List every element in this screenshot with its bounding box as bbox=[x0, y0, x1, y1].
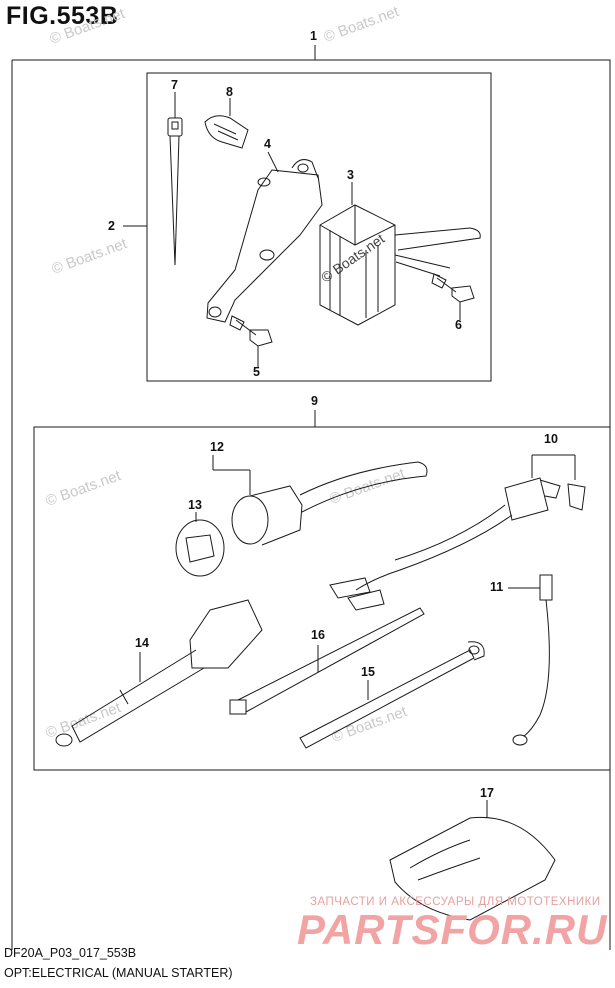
callout-16: 16 bbox=[311, 628, 325, 642]
part-3-rectifier bbox=[320, 182, 480, 325]
part-16-cable-tie bbox=[230, 608, 424, 714]
figure-caption: OPT:ELECTRICAL (MANUAL STARTER) bbox=[4, 966, 233, 980]
part-6-bolt bbox=[432, 274, 474, 320]
callout-12: 12 bbox=[210, 440, 224, 454]
callout-4: 4 bbox=[264, 137, 271, 151]
callout-3: 3 bbox=[347, 168, 354, 182]
brand-logo: PARTSFOR.RU bbox=[297, 906, 608, 953]
callout-8: 8 bbox=[226, 85, 233, 99]
part-4-bracket bbox=[207, 152, 322, 322]
assembly-9-box bbox=[34, 427, 610, 770]
callout-15: 15 bbox=[361, 665, 375, 679]
promo-text: ЗАПЧАСТИ И АКСЕССУАРЫ ДЛЯ МОТОТЕХНИКИ bbox=[310, 896, 601, 908]
reference-code: DF20A_P03_017_553B bbox=[4, 946, 137, 960]
figure-title: FIG.553B bbox=[6, 2, 119, 30]
part-8-clamp bbox=[205, 98, 248, 148]
callout-2: 2 bbox=[108, 219, 115, 233]
callout-9: 9 bbox=[311, 394, 318, 408]
callout-17: 17 bbox=[480, 786, 494, 800]
part-11-ground-wire bbox=[508, 575, 552, 745]
part-14-tube bbox=[56, 600, 262, 746]
callout-1: 1 bbox=[310, 29, 317, 43]
part-10-harness bbox=[330, 455, 585, 610]
callout-5: 5 bbox=[253, 365, 260, 379]
callout-7: 7 bbox=[171, 78, 178, 92]
part-7-cable-tie bbox=[168, 92, 182, 265]
callout-14: 14 bbox=[135, 636, 149, 650]
part-17-bag bbox=[390, 800, 555, 920]
assembly-1-frame bbox=[12, 59, 611, 950]
callout-10: 10 bbox=[544, 432, 558, 446]
assembly-2-box bbox=[147, 73, 491, 381]
callout-6: 6 bbox=[455, 318, 462, 332]
part-12-13-connector bbox=[176, 455, 427, 576]
callout-11: 11 bbox=[490, 580, 504, 594]
callout-13: 13 bbox=[188, 498, 202, 512]
part-15-cable-tie bbox=[300, 642, 484, 748]
part-5-bolt bbox=[230, 316, 272, 368]
